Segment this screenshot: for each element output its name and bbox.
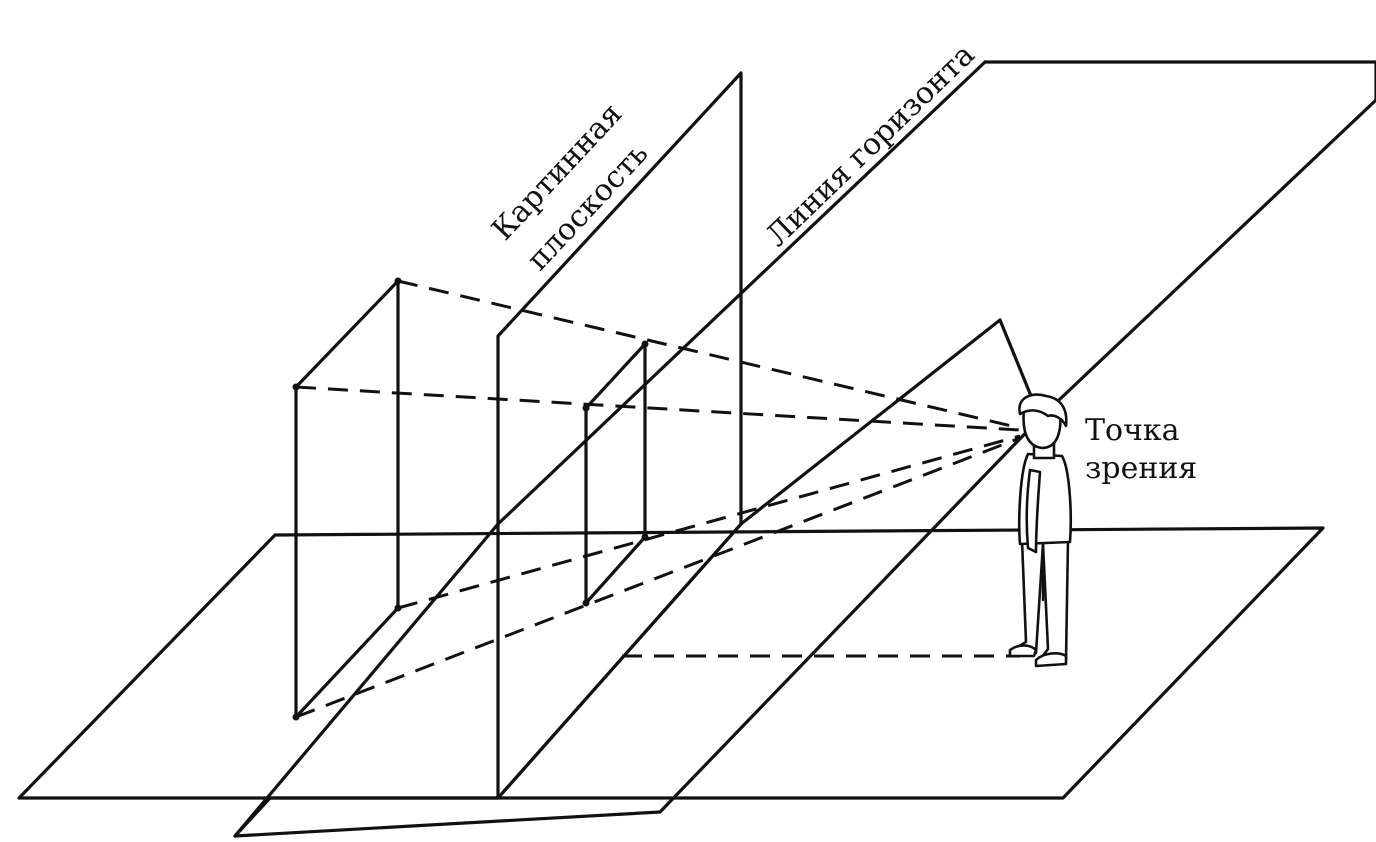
sight-ray-top — [397, 279, 1021, 430]
viewpoint-label-line2: зрения — [1085, 451, 1197, 486]
projection-left-dot — [582, 404, 590, 412]
base-left-diagonal — [233, 522, 500, 838]
picture-plane-base — [233, 318, 1042, 838]
object-plane — [294, 279, 400, 719]
person-figure — [1008, 393, 1073, 668]
horizon-line-label: Линия горизонта — [759, 37, 981, 254]
sight-ray-upper — [295, 385, 1021, 432]
sight-ray-lower — [397, 434, 1021, 610]
projection-corner-dot — [582, 599, 590, 607]
viewpoint-label-line1: Точка — [1085, 413, 1180, 448]
ground-plane — [17, 526, 1325, 800]
person-legs — [1010, 538, 1070, 664]
person-arm — [1025, 468, 1042, 554]
projection-image — [584, 342, 647, 605]
horizon-plane — [983, 60, 1376, 102]
horizon-plane-right-edge — [1038, 98, 1376, 420]
person-hair — [1018, 393, 1068, 428]
sight-ray-bottom — [295, 436, 1021, 719]
projection-top-dot — [641, 340, 649, 348]
